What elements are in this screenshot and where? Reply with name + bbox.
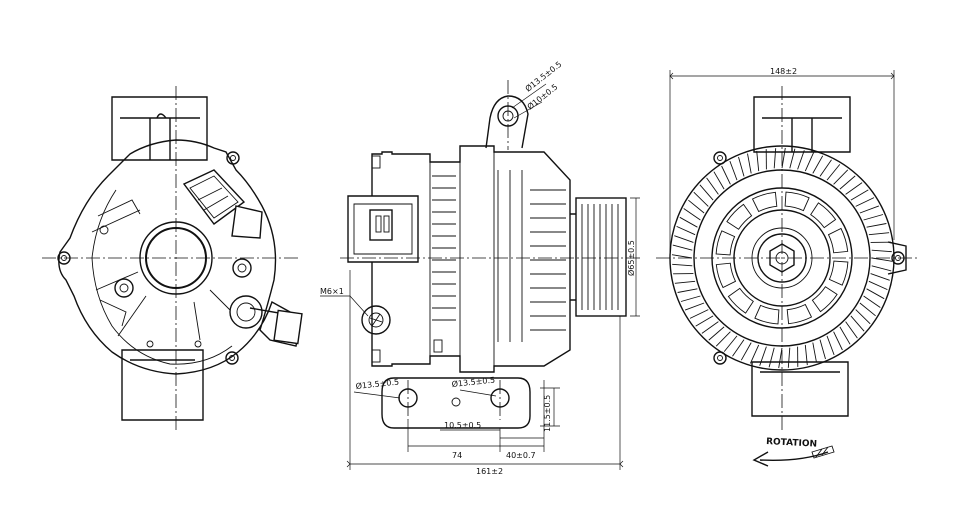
dim-length-40: 40±0.7	[506, 451, 536, 460]
fan-blade	[833, 169, 849, 185]
fan-blade	[740, 342, 752, 361]
side-view	[320, 80, 640, 470]
fan-blade	[683, 208, 701, 221]
fan-blade	[693, 191, 709, 207]
fan-blade	[672, 244, 693, 251]
front-view	[656, 70, 920, 467]
fan-blades	[671, 147, 893, 369]
fan-blade	[676, 225, 696, 236]
fan-blade	[679, 216, 698, 228]
fan-blade	[747, 153, 752, 174]
fan-blade	[855, 197, 875, 207]
fan-blade	[787, 347, 791, 368]
fan-blade	[677, 288, 698, 293]
fan-blade	[695, 315, 714, 327]
fan-blade	[850, 189, 869, 201]
inner-vents	[715, 191, 849, 325]
fan-blade	[804, 152, 815, 172]
fan-blade	[713, 171, 725, 190]
fan-blade	[688, 199, 705, 214]
fan-blade	[715, 331, 731, 347]
fan-blade	[729, 160, 738, 181]
vent-slot	[751, 191, 778, 213]
vent-slot	[827, 227, 849, 254]
dim-overall-length: 161±2	[476, 467, 503, 476]
dim-length-74: 74	[452, 451, 462, 460]
fan-blade	[789, 148, 796, 169]
dim-height-small: 11.5±0.5	[543, 395, 552, 432]
fan-blade	[732, 339, 745, 357]
rotation-label: ROTATION	[766, 437, 817, 450]
fan-blade	[855, 309, 871, 325]
vent-slot	[726, 203, 753, 230]
vent-slot	[784, 191, 810, 212]
vent-slot	[811, 286, 838, 313]
fan-blade	[674, 235, 694, 243]
vent-slot	[786, 303, 813, 325]
fan-blade	[870, 273, 890, 281]
fan-blade	[868, 232, 890, 236]
dim-mount-hole-right: Ø13.5±0.5	[451, 374, 495, 388]
fan-blade	[699, 184, 714, 201]
fan-blade	[706, 177, 719, 195]
vent-slot	[754, 304, 780, 325]
fan-blade	[680, 295, 701, 302]
fan-blade	[839, 175, 856, 190]
fan-blade	[672, 263, 693, 267]
vent-slot	[828, 260, 849, 286]
fan-blade	[781, 147, 786, 169]
dim-mount-hole-left: Ø13.5±0.5	[355, 376, 399, 390]
fan-blade	[723, 335, 738, 352]
fan-blade	[845, 182, 863, 195]
fan-blade	[871, 257, 893, 262]
fan-blade	[866, 223, 887, 228]
fan-blade	[689, 309, 709, 319]
fan-blade	[797, 150, 805, 170]
fan-blade	[819, 339, 826, 360]
dim-pulley-diameter: Ø65±0.5	[626, 240, 636, 276]
rear-view	[42, 86, 303, 432]
dim-width-small: 10.5±0.5	[444, 421, 481, 430]
fan-blade	[826, 164, 841, 181]
fan-blade	[721, 165, 731, 185]
fan-blade	[759, 346, 767, 366]
fan-blade	[773, 148, 777, 169]
fan-blade	[850, 315, 865, 332]
fan-blade	[859, 205, 880, 214]
vent-slot	[715, 230, 736, 256]
fan-blade	[866, 288, 885, 300]
fan-blade	[738, 156, 745, 177]
fan-blade	[868, 280, 888, 291]
fan-blade	[833, 331, 843, 351]
fan-blade	[804, 344, 808, 366]
fan-blade	[708, 326, 725, 341]
fan-blade	[756, 150, 760, 172]
fan-blade	[871, 249, 892, 253]
fan-blade	[863, 295, 881, 308]
fan-blade	[859, 302, 876, 317]
fan-blade	[749, 344, 760, 364]
dim-thread: M6×1	[320, 287, 344, 296]
fan-blade	[839, 326, 851, 345]
fan-blade	[819, 159, 832, 177]
fan-blade	[845, 321, 858, 339]
fan-blade	[826, 335, 835, 356]
fan-blade	[671, 254, 693, 259]
vent-slot	[810, 202, 837, 229]
fan-blade	[812, 155, 824, 174]
fan-blade	[871, 265, 892, 272]
fan-blade	[684, 302, 705, 311]
fan-blade	[778, 347, 783, 369]
vent-slot	[727, 287, 754, 314]
fan-blade	[701, 321, 719, 334]
fan-blade	[863, 214, 884, 221]
fan-blade	[812, 342, 817, 363]
dim-overall-width: 148±2	[770, 67, 797, 76]
fan-blade	[768, 347, 775, 368]
vent-slot	[715, 262, 737, 289]
fan-blade	[674, 280, 696, 284]
